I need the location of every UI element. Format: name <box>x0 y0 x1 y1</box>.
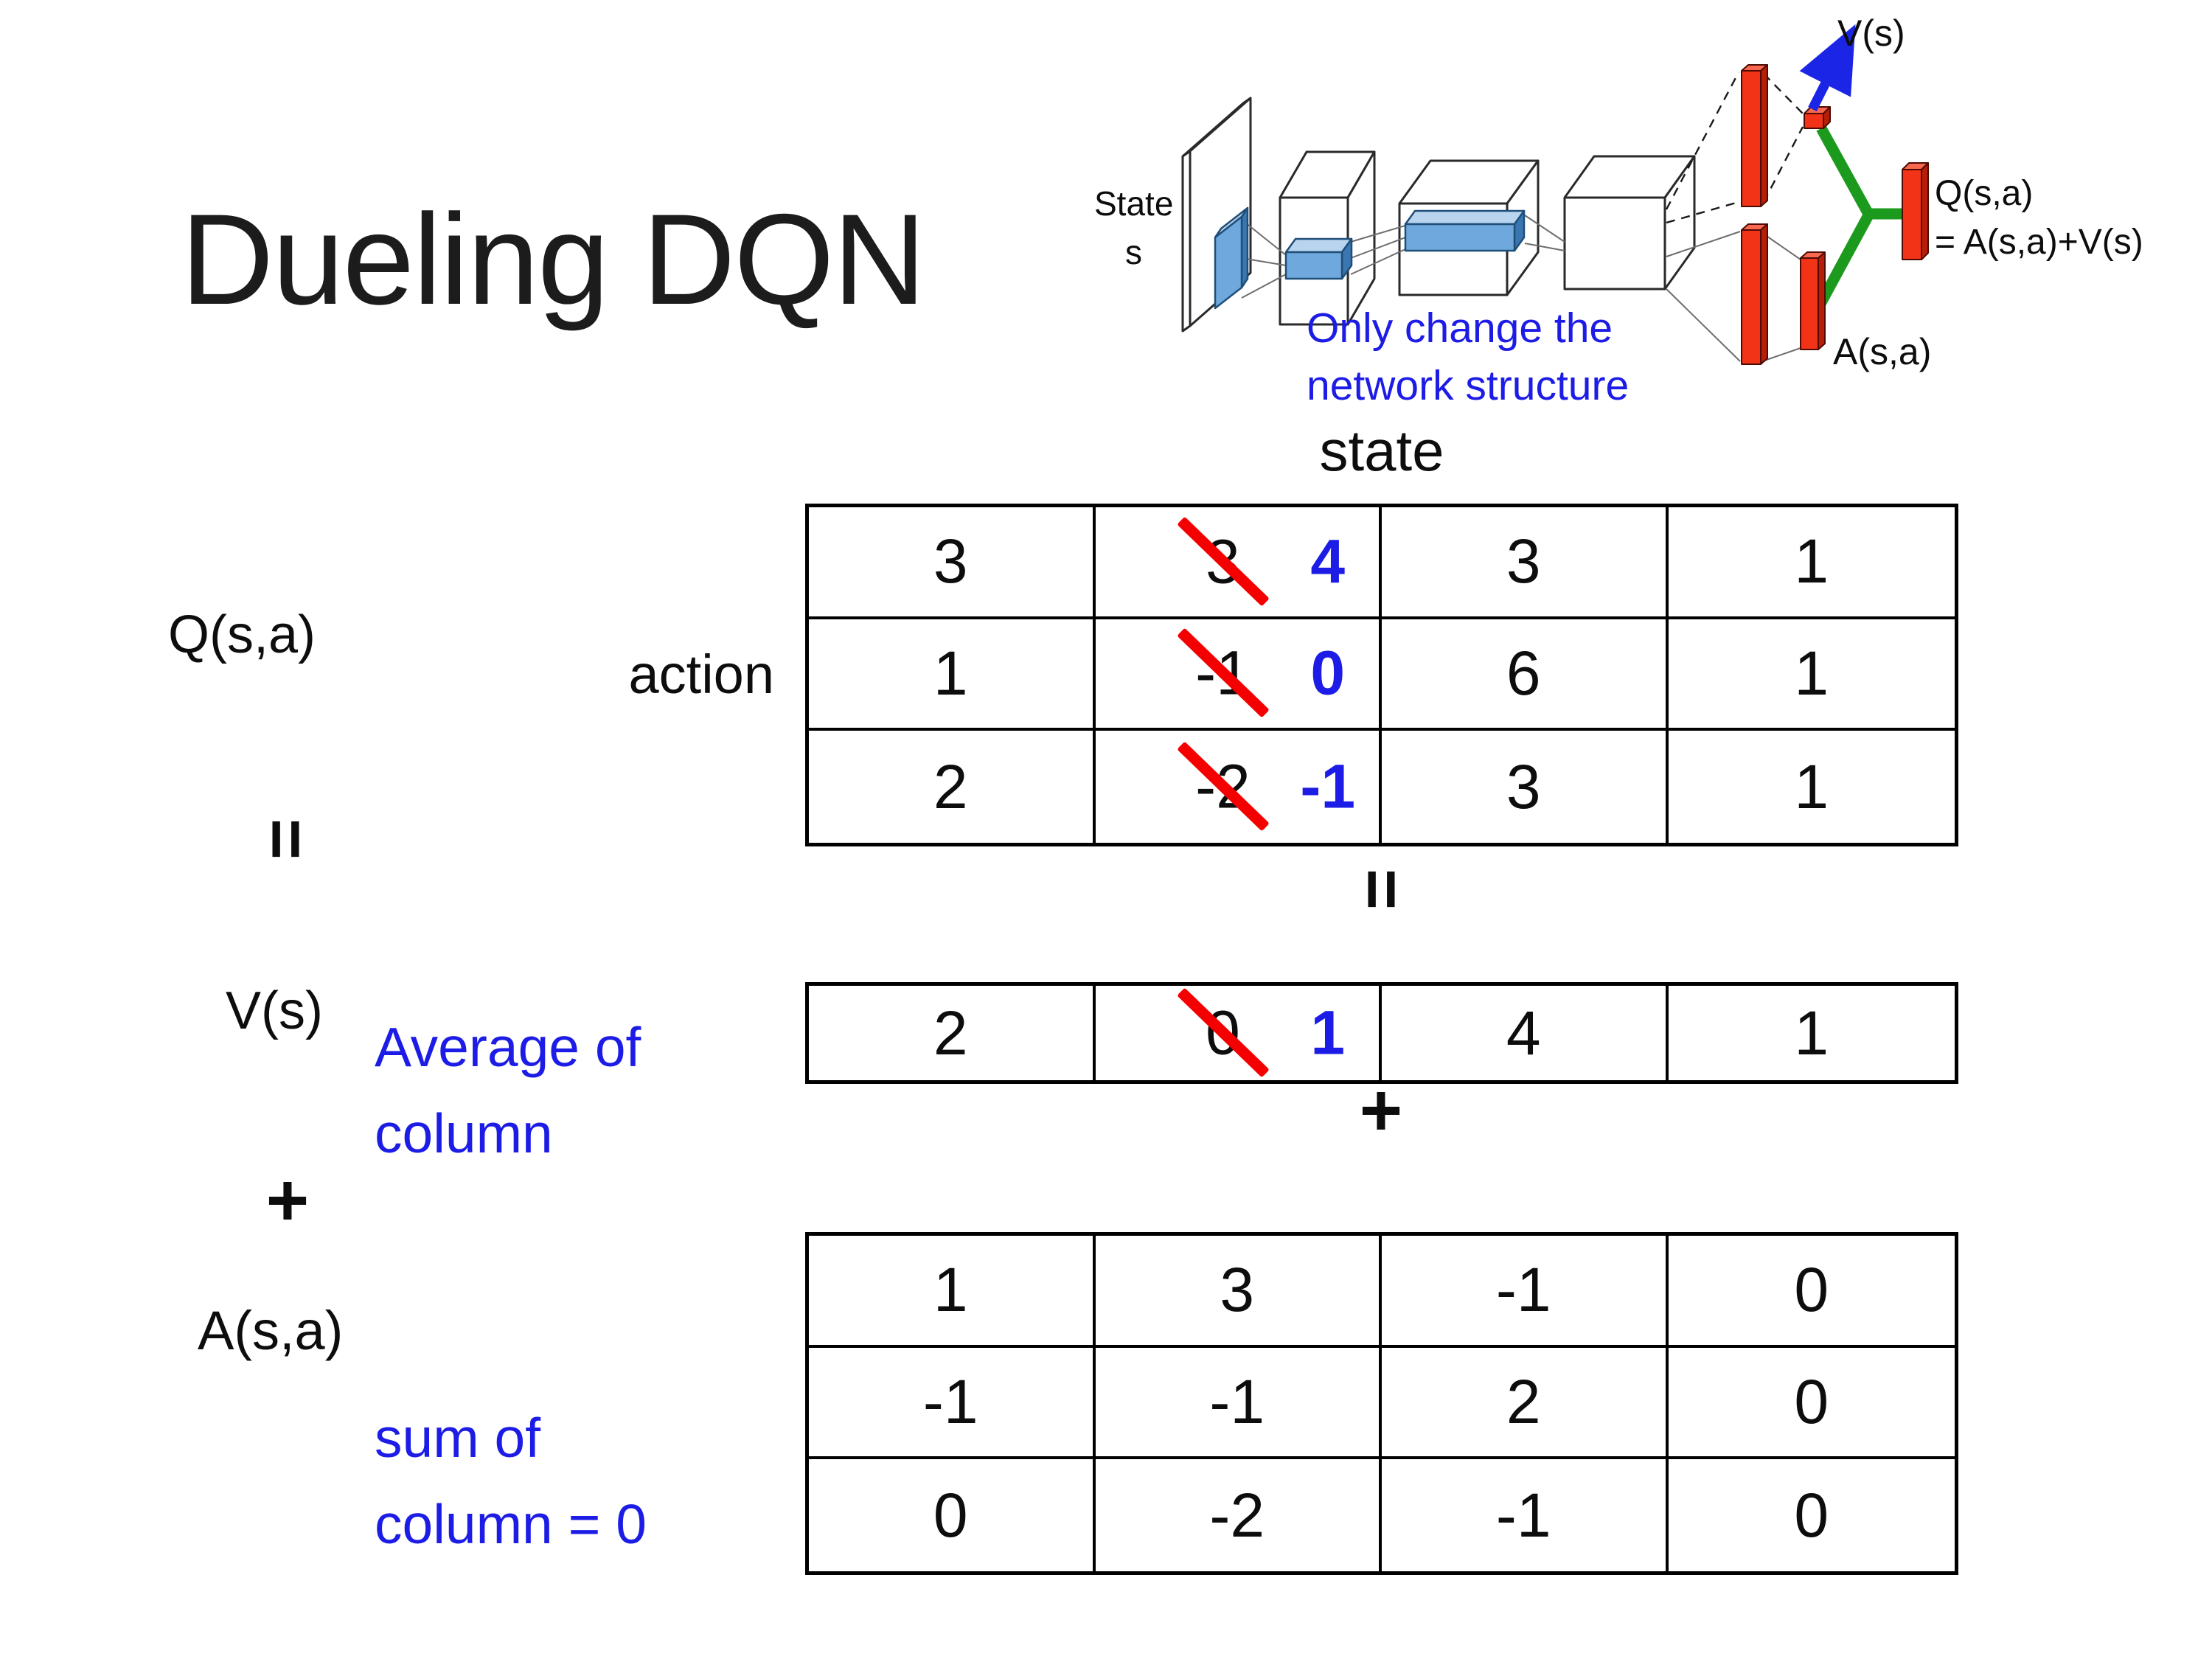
sum-note-line2: column = 0 <box>375 1493 647 1555</box>
a-matrix-label: A(s,a) <box>198 1300 344 1361</box>
diagram-note-line2: network structure <box>1307 362 1629 409</box>
action-axis-label: action <box>628 644 774 705</box>
crossed-out-cell: 34 <box>1095 507 1382 619</box>
state-value-table: 20141 <box>805 982 1958 1084</box>
network-architecture-diagram: State s V(s) Q(s,a) = A(s,a)+V(s) A(s,a)… <box>1094 13 2143 409</box>
equals-sign-left: = <box>247 818 326 860</box>
new-value: 4 <box>1310 526 1346 597</box>
table-cell: 1 <box>1794 998 1829 1068</box>
plus-sign-left: + <box>265 1159 310 1242</box>
diagram-a-output-label: A(s,a) <box>1833 331 1931 372</box>
table-cell: 2 <box>809 986 1096 1080</box>
v-matrix-label: V(s) <box>226 981 323 1040</box>
q-output-bar <box>1902 162 1929 260</box>
diagram-note-line1: Only change the <box>1307 305 1613 352</box>
table-cell: 1 <box>809 1236 1096 1348</box>
advantage-bar <box>1800 251 1826 350</box>
average-note-line2: column <box>375 1102 553 1164</box>
table-cell: 0 <box>1794 1480 1829 1550</box>
table-cell: 3 <box>809 507 1096 619</box>
table-cell: 1 <box>1668 619 1955 731</box>
fc-box <box>1563 155 1696 291</box>
diagram-q-output-label-line1: Q(s,a) <box>1935 174 2033 213</box>
crossed-out-cell: 01 <box>1096 986 1382 1080</box>
value-stream-dashed-lines <box>1665 72 1804 224</box>
table-cell: 6 <box>1382 619 1669 731</box>
value-arrow-icon <box>1799 24 1856 111</box>
new-value: 1 <box>1310 998 1346 1068</box>
hidden-bar-upper <box>1741 64 1768 207</box>
table-cell: 1 <box>809 619 1096 731</box>
table-cell: 1 <box>1668 507 1955 619</box>
crossed-out-cell: -2-1 <box>1096 731 1382 843</box>
sum-note-line1: sum of <box>375 1407 541 1469</box>
new-value: -1 <box>1300 751 1356 821</box>
diagram-q-output-label-line2: = A(s,a)+V(s) <box>1935 223 2143 262</box>
q-matrix-label: Q(s,a) <box>168 605 316 664</box>
convolution-fan-lines <box>1241 215 1801 362</box>
average-note-line1: Average of <box>375 1016 641 1078</box>
average-of-column-note: Average of column <box>375 1004 641 1177</box>
value-node <box>1804 106 1831 129</box>
table-cell: -1 <box>1095 1347 1382 1460</box>
crossed-out-cell: -10 <box>1095 619 1382 731</box>
page-title: Dueling DQN <box>181 188 926 332</box>
equals-sign-center: = <box>1343 868 1422 911</box>
diagram-v-output-label: V(s) <box>1837 13 1905 54</box>
table-cell: 0 <box>1668 1348 1955 1460</box>
new-value: 0 <box>1310 638 1346 708</box>
table-cell: -1 <box>1382 1236 1669 1348</box>
plus-sign-center: + <box>1359 1069 1403 1152</box>
table-cell: 2 <box>1382 1347 1669 1460</box>
diagram-state-label: State <box>1094 184 1173 223</box>
filter-slab-1 <box>1214 206 1249 310</box>
filter-slab-2 <box>1284 237 1353 280</box>
hidden-bar-lower <box>1741 223 1768 365</box>
table-cell: -2 <box>1096 1459 1382 1571</box>
sum-of-column-note: sum of column = 0 <box>375 1395 647 1568</box>
diagram-state-sub-label: s <box>1125 233 1142 271</box>
table-cell: 0 <box>809 1459 1096 1571</box>
table-cell: 2 <box>809 731 1096 843</box>
table-cell: -1 <box>809 1347 1096 1460</box>
table-cell: 0 <box>1668 1236 1955 1348</box>
table-cell: 3 <box>1382 731 1669 843</box>
table-cell: 1 <box>1794 751 1829 821</box>
table-cell: 4 <box>1382 986 1669 1080</box>
table-cell: 3 <box>1382 507 1669 619</box>
filter-slab-3 <box>1404 209 1526 252</box>
table-cell: -1 <box>1382 1459 1669 1571</box>
table-cell: 3 <box>1095 1236 1382 1348</box>
state-axis-label: state <box>1319 418 1444 483</box>
